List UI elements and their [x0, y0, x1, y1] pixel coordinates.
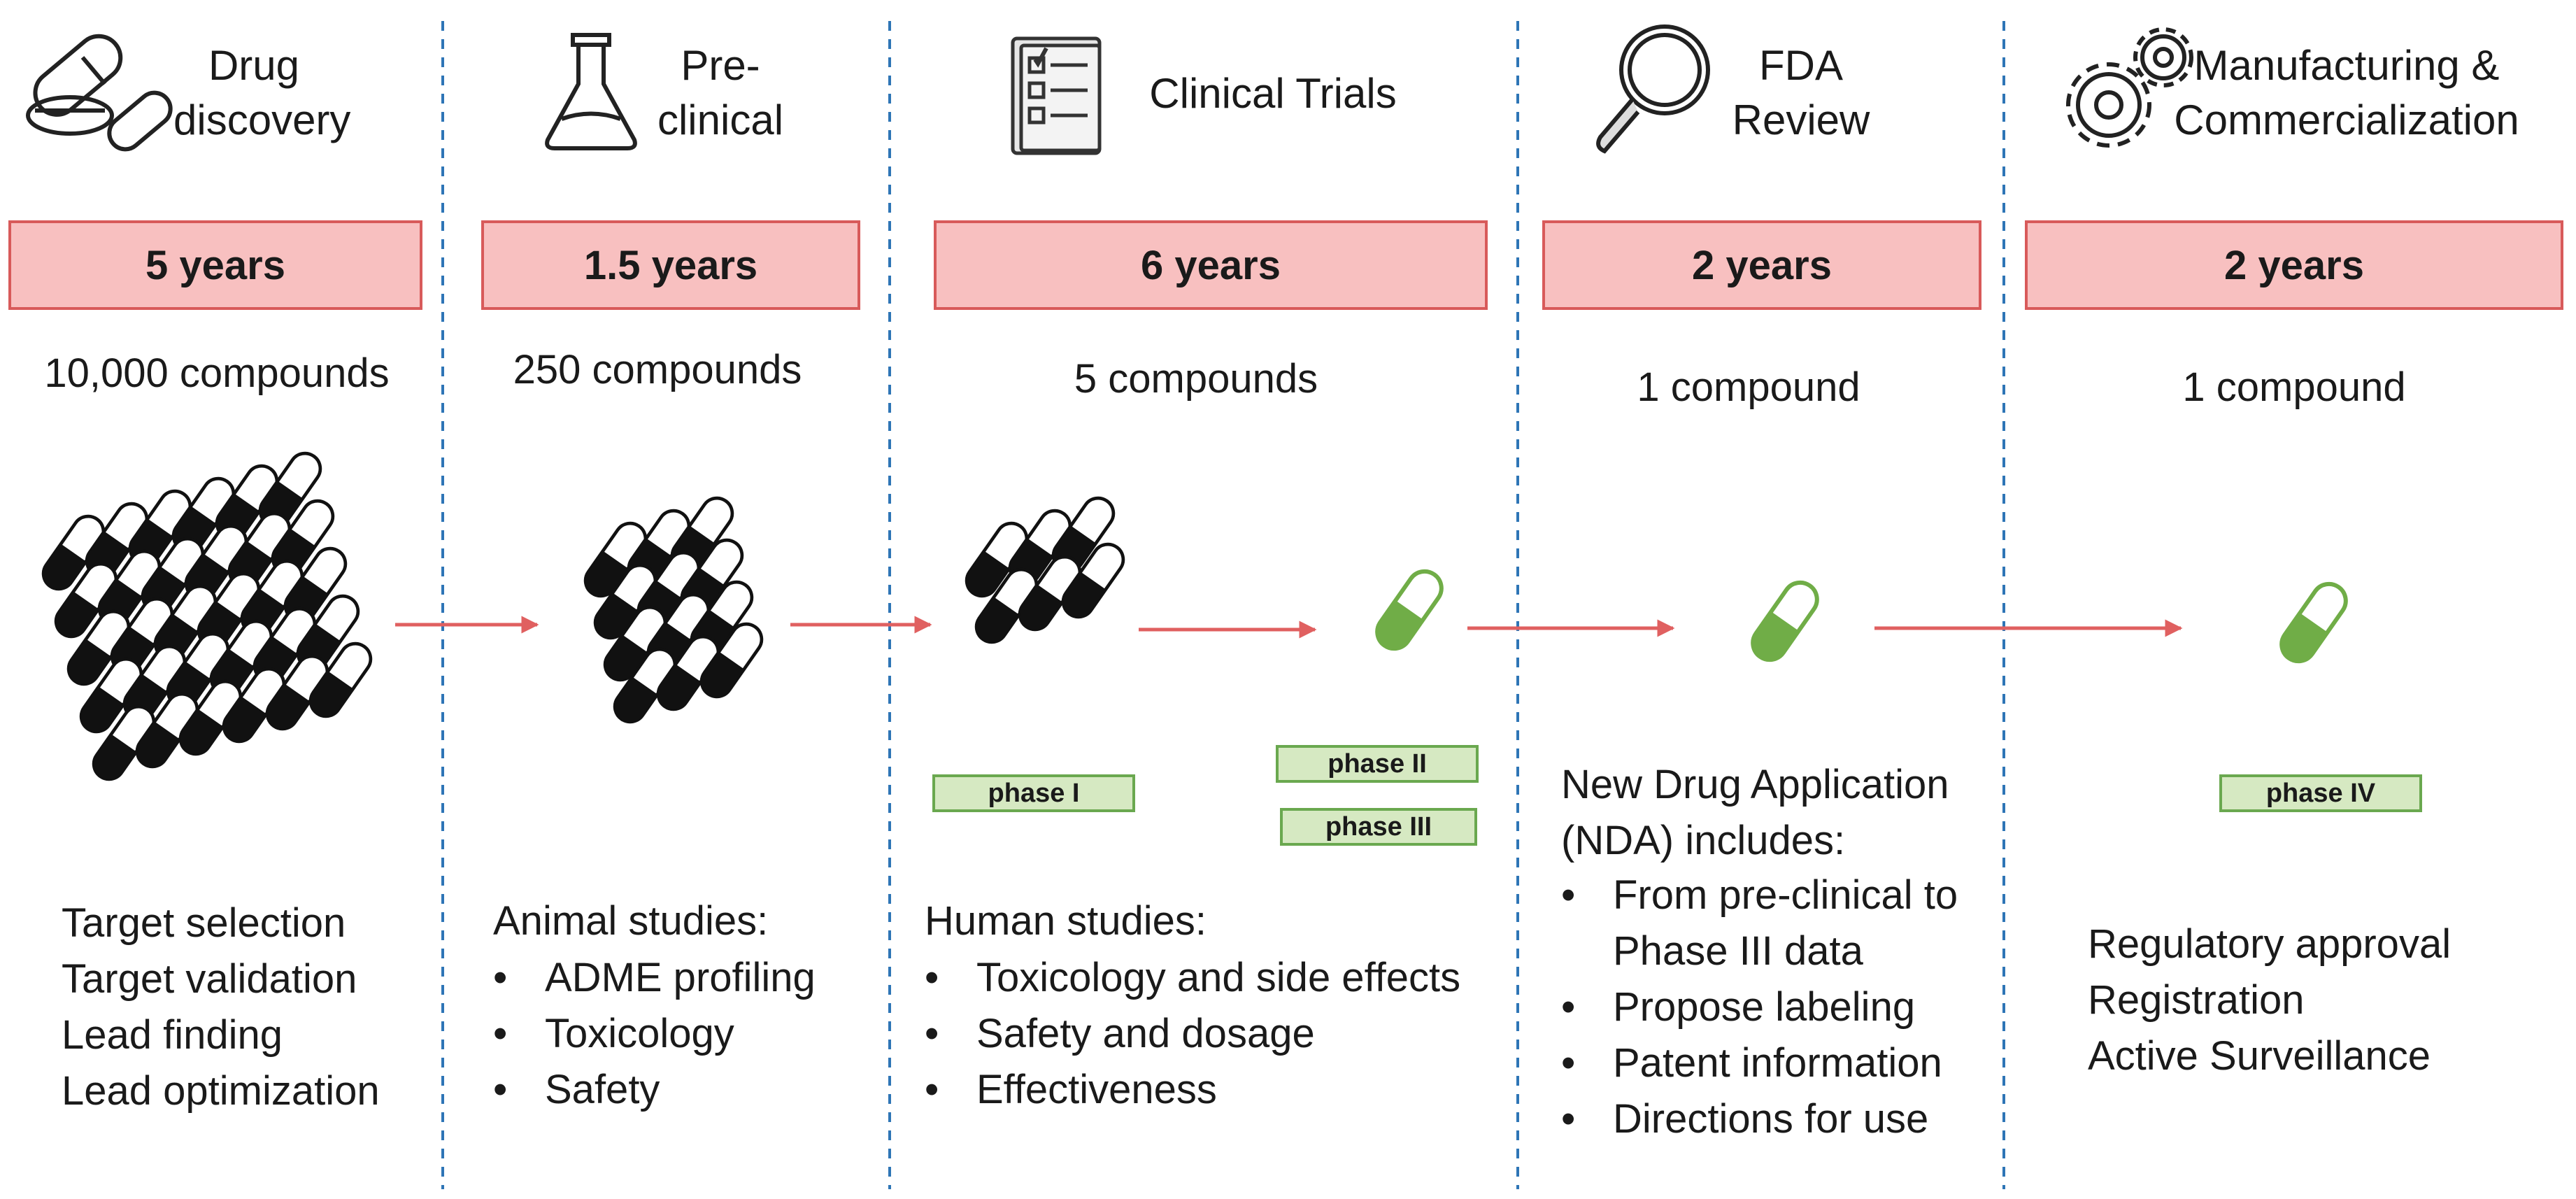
- activity-item: Regulatory approval: [2088, 921, 2452, 967]
- compounds-discovery: 10,000 compounds: [44, 350, 390, 396]
- phase-badge-2: phase II: [1276, 745, 1479, 783]
- stage-title-manufacturing: Manufacturing &Commercialization: [2174, 42, 2519, 143]
- activity-item: Safety and dosage: [925, 1006, 1460, 1062]
- magnifier-icon: [1596, 24, 1710, 154]
- capsule-cluster-5: [961, 492, 1130, 648]
- stage-title-preclinical: Pre-clinical: [657, 42, 784, 143]
- activity-item: Target validation: [62, 956, 357, 1002]
- activity-item: Lead optimization: [62, 1068, 380, 1114]
- duration-clinical: 6 years: [934, 220, 1488, 310]
- phase-badge-3: phase III: [1280, 808, 1477, 846]
- activity-item: Active Surveillance: [2088, 1033, 2431, 1079]
- activities-title-fda: New Drug Application (NDA) includes:: [1561, 762, 1949, 863]
- activities-discovery: Target selection Target validation Lead …: [62, 895, 380, 1119]
- capsule-cluster-10000: [38, 448, 377, 786]
- activities-title-clinical: Human studies:: [925, 898, 1207, 944]
- capsule-green-fda: [1746, 576, 1823, 666]
- activity-item: Phase III data: [1613, 928, 1863, 974]
- flow-arrows: [395, 616, 2183, 639]
- compounds-manufacturing: 1 compound: [2182, 364, 2406, 410]
- compounds-clinical: 5 compounds: [1074, 356, 1318, 402]
- activity-item: From pre-clinical to: [1561, 867, 1958, 923]
- activity-item: Effectiveness: [925, 1062, 1460, 1118]
- activity-item: Registration: [2088, 977, 2305, 1023]
- activities-fda: From pre-clinical to Phase III data Prop…: [1561, 867, 1958, 1147]
- activity-item: Target selection: [62, 900, 346, 946]
- activity-item: Safety: [493, 1062, 816, 1118]
- activity-item: Propose labeling: [1561, 979, 1958, 1035]
- activity-item: Toxicology and side effects: [925, 950, 1460, 1006]
- activity-item: ADME profiling: [493, 950, 816, 1006]
- activity-item: Lead finding: [62, 1012, 283, 1058]
- activity-item: Directions for use: [1561, 1091, 1958, 1147]
- capsule-cluster-250: [580, 492, 768, 728]
- phase-badge-4: phase IV: [2219, 774, 2422, 812]
- duration-manufacturing: 2 years: [2025, 220, 2563, 310]
- duration-discovery: 5 years: [8, 220, 422, 310]
- activity-item: Patent information: [1561, 1035, 1958, 1091]
- activities-preclinical: ADME profiling Toxicology Safety: [493, 950, 816, 1118]
- flask-icon: [545, 33, 637, 150]
- activities-manufacturing: Regulatory approval Registration Active …: [2088, 916, 2451, 1084]
- capsule-green-manufacturing: [2275, 577, 2352, 667]
- duration-preclinical: 1.5 years: [481, 220, 860, 310]
- compounds-fda: 1 compound: [1637, 364, 1860, 410]
- clipboard-checklist-icon: [1011, 36, 1102, 155]
- compounds-preclinical: 250 compounds: [513, 347, 802, 392]
- activities-clinical: Toxicology and side effects Safety and d…: [925, 950, 1460, 1118]
- activities-title-preclinical: Animal studies:: [493, 898, 769, 944]
- pills-icon: [26, 34, 173, 152]
- gears-icon: [2066, 27, 2193, 148]
- phase-badge-1: phase I: [932, 774, 1135, 812]
- stage-dividers: [441, 21, 2005, 1189]
- activity-item: Toxicology: [493, 1006, 816, 1062]
- capsule-green-clinical: [1371, 565, 1448, 655]
- stage-title-clinical: Clinical Trials: [1149, 70, 1397, 117]
- duration-fda: 2 years: [1542, 220, 1981, 310]
